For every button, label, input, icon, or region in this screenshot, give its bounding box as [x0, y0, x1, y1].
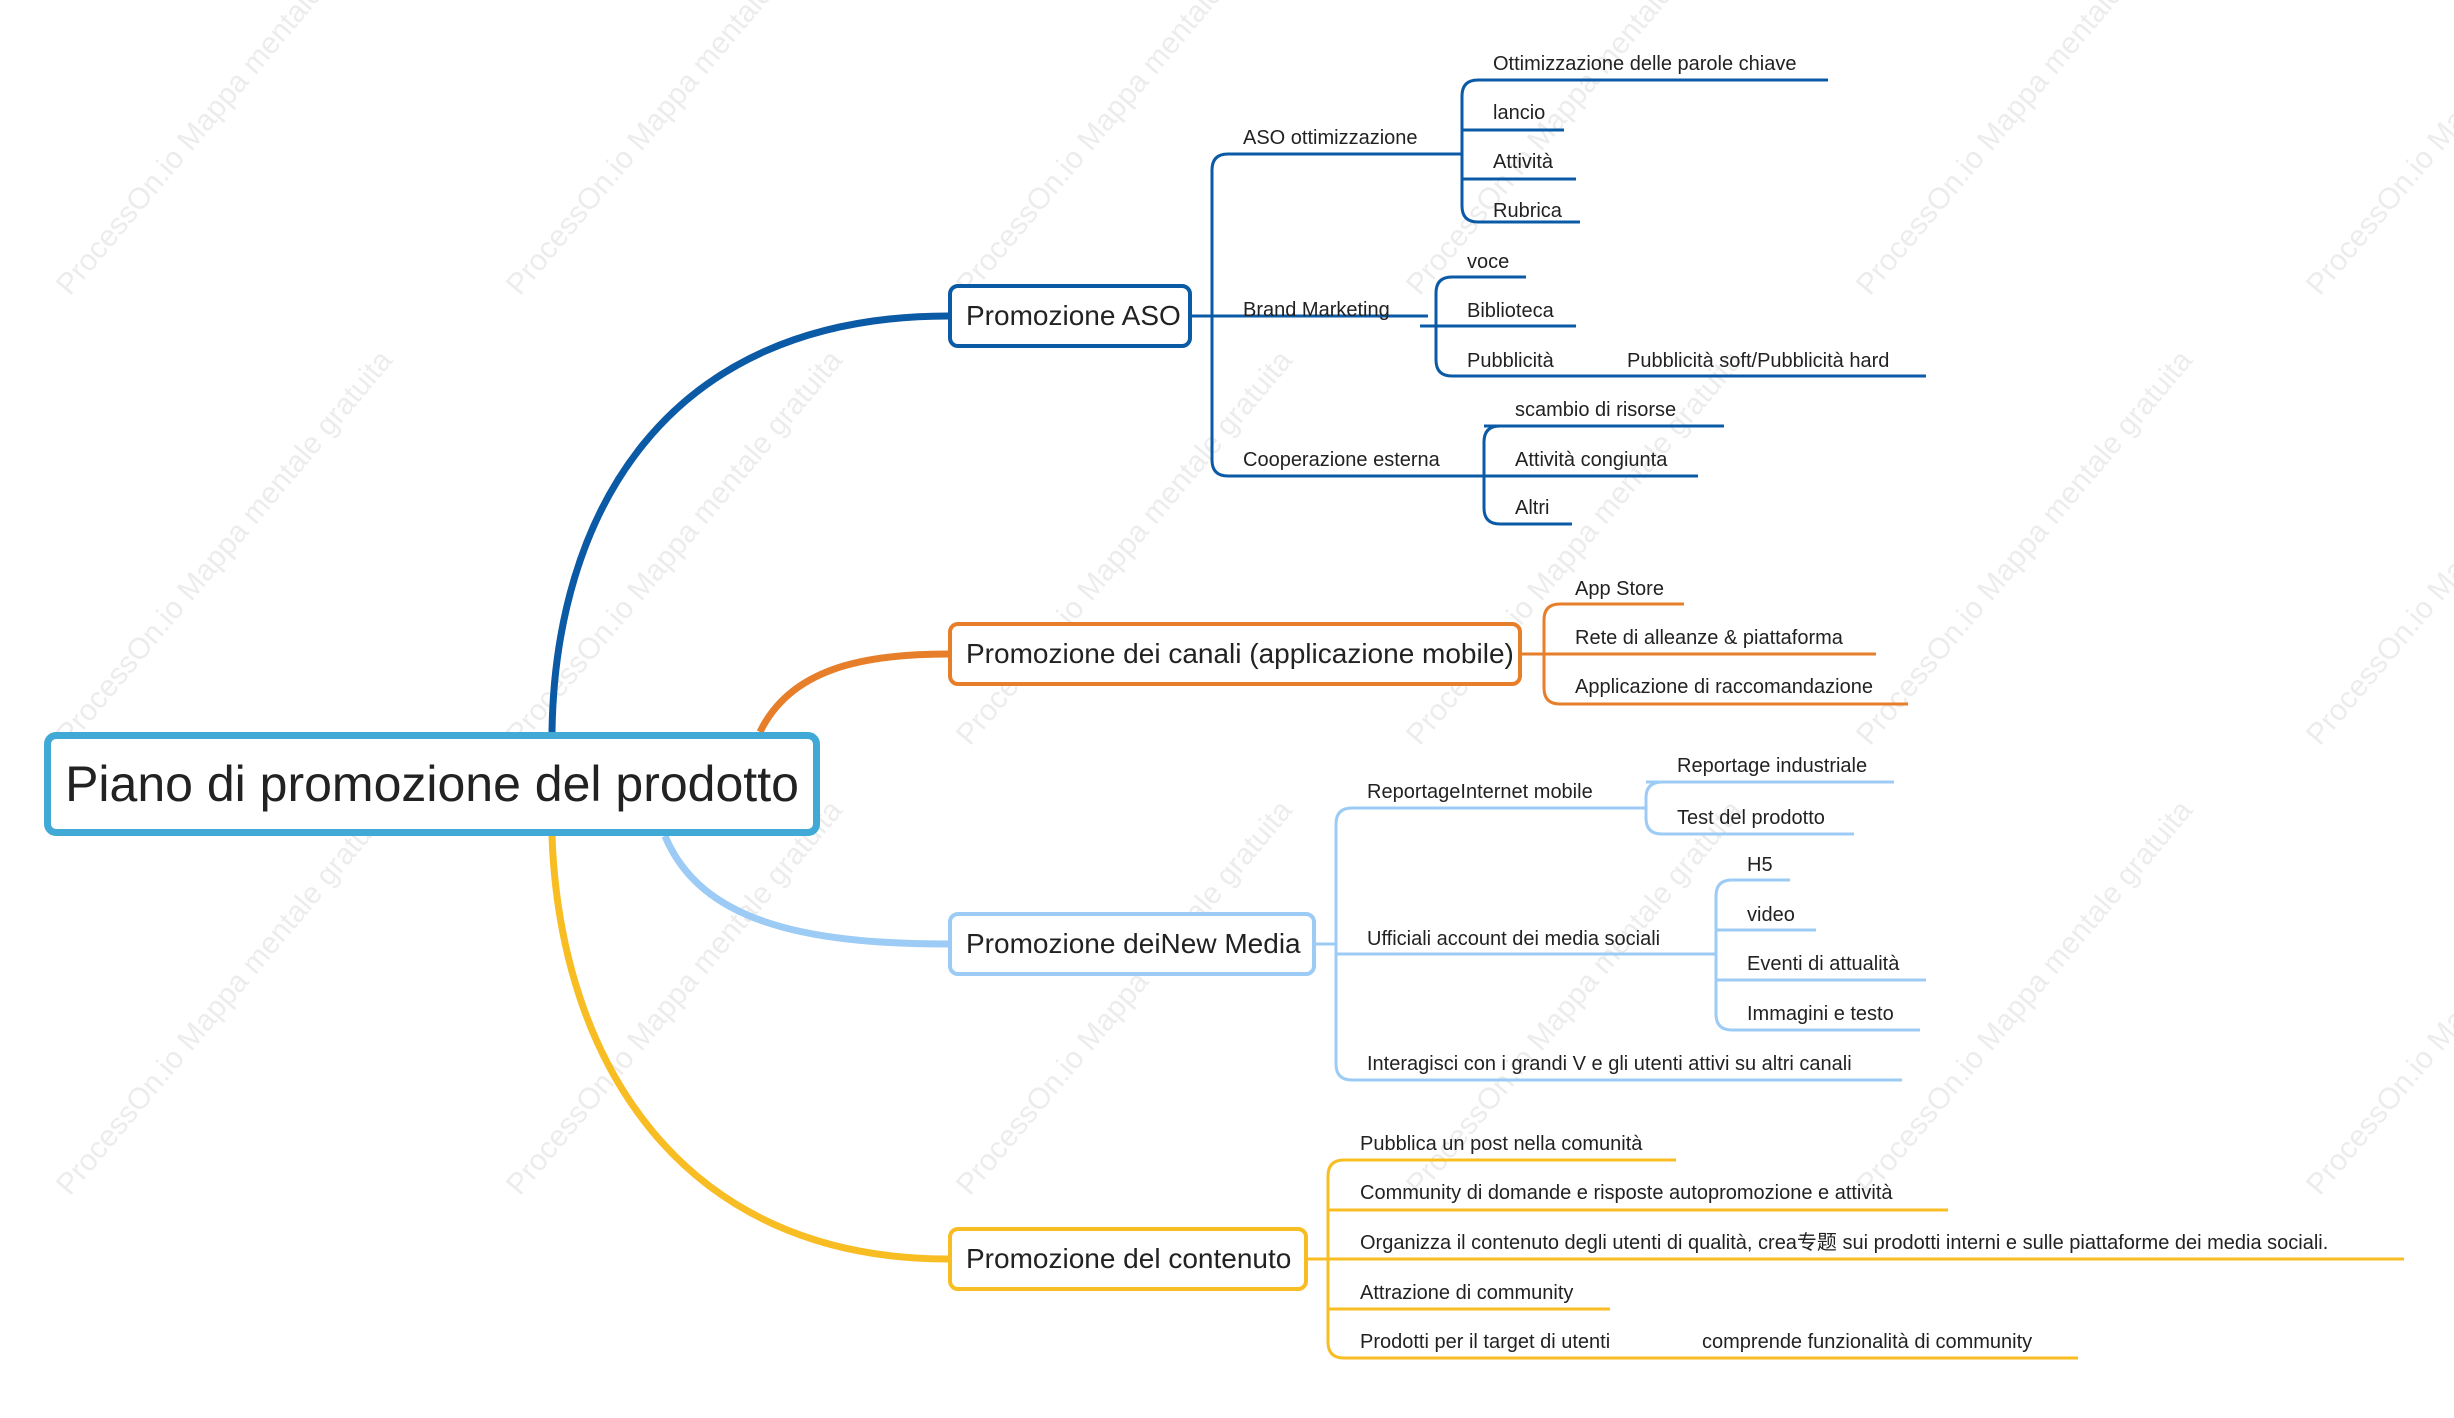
node-leaf[interactable]: Pubblica un post nella comunità — [1360, 1133, 1643, 1155]
connector-root-aso — [548, 312, 949, 733]
node-leaf[interactable]: Altri — [1515, 497, 1550, 519]
node-leaf[interactable]: Test del prodotto — [1677, 807, 1825, 829]
node-leaf[interactable]: Eventi di attualità — [1747, 953, 1900, 975]
node-leaf[interactable]: Reportage industriale — [1677, 755, 1868, 777]
node-social-accounts[interactable]: Ufficiali account dei media sociali — [1367, 928, 1661, 950]
node-leaf[interactable]: Organizza il contenuto degli utenti di q… — [1360, 1232, 2329, 1254]
branch-newmedia[interactable]: Promozione deiNew Media — [948, 912, 1316, 976]
node-cooperazione-esterna[interactable]: Cooperazione esterna — [1243, 449, 1440, 471]
node-brand-marketing[interactable]: Brand Marketing — [1243, 299, 1390, 321]
node-leaf[interactable]: voce — [1467, 251, 1510, 273]
branch-aso[interactable]: Promozione ASO — [948, 284, 1192, 348]
node-leaf[interactable]: Applicazione di raccomandazione — [1575, 676, 1873, 698]
node-leaf[interactable]: Attività — [1493, 151, 1554, 173]
connector-root-content — [548, 835, 949, 1263]
node-leaf[interactable]: Pubblicità soft/Pubblicità hard — [1627, 350, 1890, 372]
node-leaf[interactable]: Ottimizzazione delle parole chiave — [1493, 53, 1797, 75]
connector-root-newmedia — [661, 834, 949, 948]
node-leaf[interactable]: comprende funzionalità di community — [1702, 1331, 2033, 1353]
node-interact[interactable]: Interagisci con i grandi V e gli utenti … — [1367, 1053, 1852, 1075]
content-connectors — [1308, 1158, 2404, 1360]
newmedia-connectors — [1316, 780, 1926, 1082]
channels-connectors — [1522, 602, 1908, 706]
root-node[interactable]: Piano di promozione del prodotto — [44, 732, 820, 836]
node-leaf[interactable]: Immagini e testo — [1747, 1003, 1894, 1025]
node-reportage[interactable]: ReportageInternet mobile — [1367, 781, 1593, 803]
node-leaf[interactable]: Rubrica — [1493, 200, 1562, 222]
node-aso-ottimizzazione[interactable]: ASO ottimizzazione — [1243, 127, 1418, 149]
aso-connectors — [1192, 78, 1926, 526]
node-leaf[interactable]: Attrazione di community — [1360, 1282, 1574, 1304]
node-leaf[interactable]: H5 — [1747, 854, 1773, 876]
node-leaf[interactable]: Community di domande e risposte autoprom… — [1360, 1182, 1893, 1204]
node-leaf[interactable]: Prodotti per il target di utenti — [1360, 1331, 1611, 1353]
node-leaf[interactable]: video — [1747, 904, 1795, 926]
node-leaf[interactable]: Biblioteca — [1467, 300, 1554, 322]
node-leaf[interactable]: Attività congiunta — [1515, 449, 1668, 471]
node-leaf[interactable]: App Store — [1575, 578, 1664, 600]
branch-content[interactable]: Promozione del contenuto — [948, 1227, 1308, 1291]
node-leaf[interactable]: Rete di alleanze & piattaforma — [1575, 627, 1843, 649]
branch-channels[interactable]: Promozione dei canali (applicazione mobi… — [948, 622, 1522, 686]
node-leaf[interactable]: scambio di risorse — [1515, 399, 1677, 421]
node-leaf[interactable]: Pubblicità — [1467, 350, 1554, 372]
node-leaf[interactable]: lancio — [1493, 102, 1546, 124]
connector-root-channels — [756, 650, 949, 734]
